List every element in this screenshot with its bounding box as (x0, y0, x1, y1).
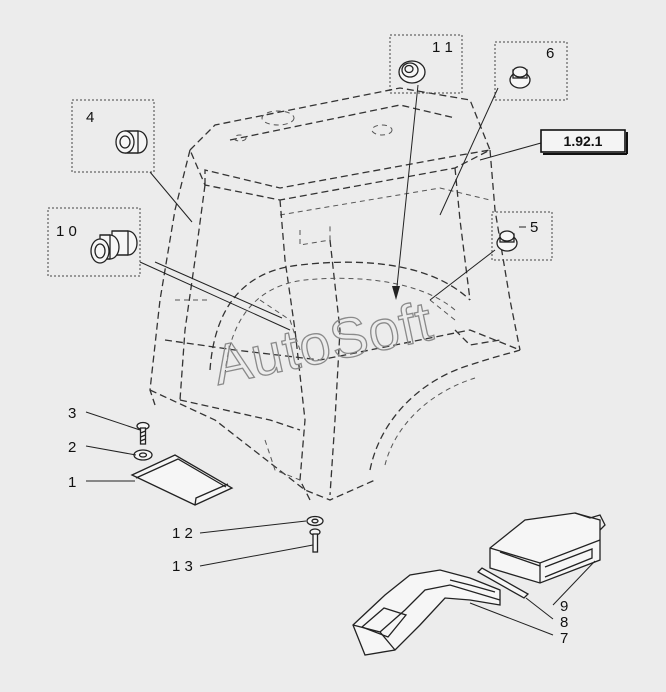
reference-box[interactable]: 1.92.1 (540, 129, 628, 155)
callout-4: 4 (86, 109, 94, 126)
part-2-washer (133, 449, 153, 461)
callout-5: 5 (530, 219, 538, 236)
callout-10: 1 0 (56, 223, 77, 240)
part-13-bolt (309, 528, 321, 553)
callout-8: 8 (560, 614, 568, 631)
callout-box-11 (389, 34, 463, 94)
callout-11: 1 1 (432, 39, 453, 56)
part-4-bushing (115, 130, 148, 154)
callout-2: 2 (68, 439, 76, 456)
part-8-gasket-strip (476, 567, 530, 599)
callout-12: 1 2 (172, 525, 193, 542)
callout-leaders (85, 226, 596, 636)
callout-3: 3 (68, 405, 76, 422)
callout-13: 1 3 (172, 558, 193, 575)
part-6-plug (509, 66, 531, 89)
part-7-lower-duct (352, 569, 501, 656)
callout-9: 9 (560, 598, 568, 615)
leader-lines (139, 84, 542, 331)
callout-box-5 (491, 211, 553, 261)
part-11-grommet (398, 60, 426, 84)
callout-box-4 (71, 99, 155, 173)
part-3-bolt (136, 421, 150, 445)
reference-label: 1.92.1 (564, 133, 603, 149)
watermark: AutoSoft (207, 289, 438, 397)
callout-1: 1 (68, 474, 76, 491)
part-5-plug (496, 230, 518, 252)
callout-box-10 (47, 207, 141, 277)
cab-frame (149, 87, 521, 501)
callout-6: 6 (546, 45, 554, 62)
callout-7: 7 (560, 630, 568, 647)
part-9-air-duct (489, 512, 606, 584)
part-10-double-bushing (90, 230, 138, 264)
part-1-cover-plate (130, 454, 234, 506)
callout-box-6 (494, 41, 568, 101)
part-12-washer (306, 515, 324, 527)
